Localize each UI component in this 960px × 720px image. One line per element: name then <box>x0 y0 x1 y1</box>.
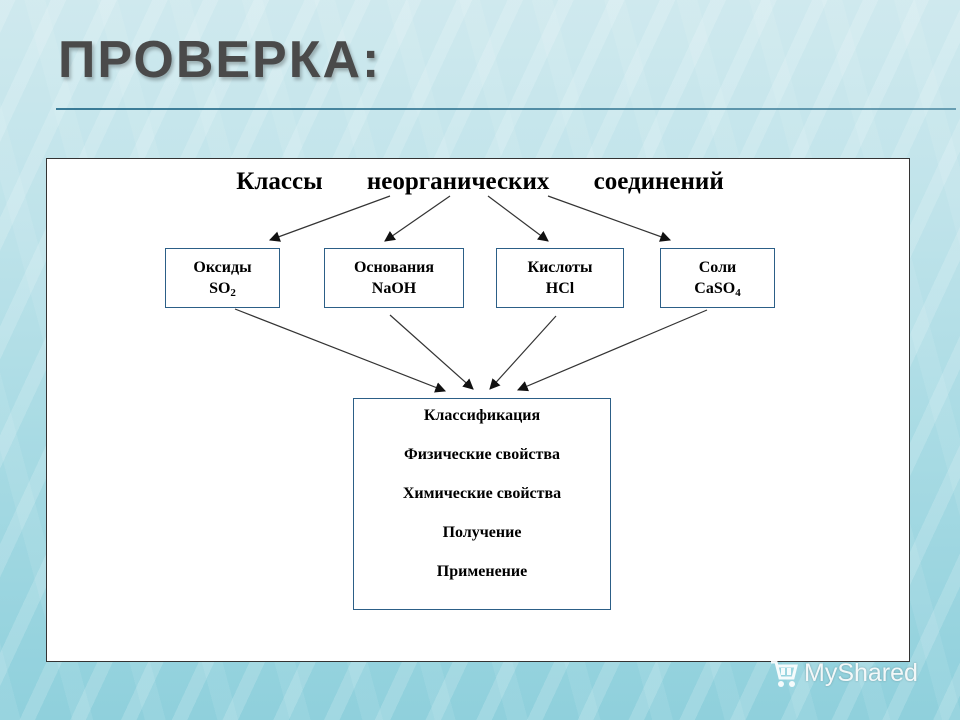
arrow-heading-to-bases <box>384 195 451 242</box>
class-box-oxides: Оксиды SO2 <box>165 248 280 308</box>
class-name: Основания <box>353 259 435 276</box>
summary-item-preparation: Получение <box>442 524 522 541</box>
class-box-acids: Кислоты HCl <box>496 248 624 308</box>
heading-word-1: Классы <box>236 168 323 195</box>
class-name: Кислоты <box>527 259 593 276</box>
summary-item-chemical-properties: Химические свойства <box>402 485 562 502</box>
arrow-heading-to-salts <box>547 195 672 242</box>
class-box-bases: Основания NaOH <box>324 248 464 308</box>
cart-logo-icon <box>771 660 798 687</box>
class-name: Соли <box>698 259 737 276</box>
arrow-salts-to-summary <box>517 309 708 392</box>
class-formula: HCl <box>545 280 575 297</box>
class-box-salts: Соли CaSO4 <box>660 248 775 308</box>
class-formula: SO2 <box>209 280 236 299</box>
class-formula: NaOH <box>371 280 417 297</box>
slide-title: ПРОВЕРКА: <box>58 31 382 89</box>
title-underline <box>56 108 956 110</box>
watermark-text: MyShared <box>804 658 918 687</box>
class-formula: CaSO4 <box>694 280 741 299</box>
summary-item-physical-properties: Физические свойства <box>403 446 561 463</box>
summary-item-classification: Классификация <box>423 407 541 424</box>
arrow-bases-to-summary <box>389 314 474 390</box>
diagram-heading: Классы неорганических соединений <box>0 168 960 196</box>
heading-word-2: неорганических <box>366 168 550 195</box>
summary-box: Классификация Физические свойства Химиче… <box>353 398 611 610</box>
arrow-oxides-to-summary <box>234 308 447 393</box>
heading-word-3: соединений <box>593 168 724 195</box>
watermark: MyShared <box>768 656 918 690</box>
class-name: Оксиды <box>193 259 252 276</box>
summary-item-application: Применение <box>436 563 528 580</box>
arrow-heading-to-acids <box>487 195 549 242</box>
arrow-acids-to-summary <box>489 315 557 390</box>
arrow-heading-to-oxides <box>268 195 391 242</box>
